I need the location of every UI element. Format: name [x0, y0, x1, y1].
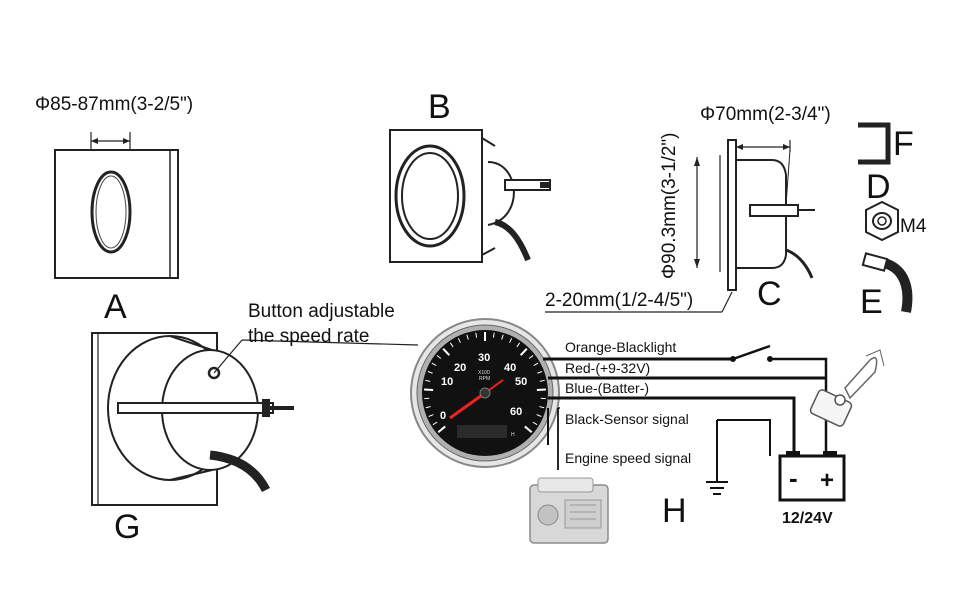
- side-view-c: [545, 139, 815, 313]
- gauge-tick: [457, 337, 461, 343]
- label-f: F: [893, 125, 914, 163]
- gauge-tick: [519, 347, 528, 356]
- battery-voltage: 12/24V: [782, 510, 833, 527]
- cutout-dimension: Φ85-87mm(3-2/5"): [35, 94, 193, 115]
- gauge-scale: X100: [478, 370, 490, 376]
- dial-20: 20: [454, 362, 466, 374]
- bracket-f-icon: [858, 122, 891, 165]
- dial-50: 50: [515, 376, 527, 388]
- label-a: A: [104, 288, 127, 326]
- dial-60: 60: [510, 406, 522, 418]
- wire-blue: Blue-(Batter-): [565, 380, 649, 396]
- gauge-tick: [436, 355, 442, 359]
- gauge-tick: [509, 337, 513, 343]
- rear-view-g: [91, 332, 419, 506]
- wire-black: Black-Sensor signal: [565, 411, 689, 427]
- gauge-unit: RPM: [479, 376, 490, 382]
- wire-orange: Orange-Blacklight: [565, 339, 676, 355]
- gauge-tick: [533, 362, 539, 367]
- label-c: C: [757, 275, 782, 313]
- gauge-tick: [492, 332, 495, 338]
- panel-b: [389, 129, 551, 263]
- gauge-tick: [475, 332, 478, 338]
- button-note-line2: the speed rate: [248, 326, 369, 347]
- clamp-e-icon: [861, 252, 913, 313]
- battery-minus: -: [789, 463, 798, 493]
- body-diameter: Φ70mm(2-3/4"): [700, 104, 831, 125]
- engine-icon: [529, 477, 609, 544]
- gauge-tick: [528, 355, 534, 359]
- bezel-diameter: Φ90.3mm(3-1/2"): [659, 133, 680, 280]
- panel-thickness: 2-20mm(1/2-4/5"): [545, 290, 693, 311]
- wire-red: Red-(+9-32V): [565, 360, 650, 376]
- battery-icon: [778, 451, 846, 502]
- gauge-tick: [501, 334, 504, 340]
- gauge-tick: [442, 347, 451, 356]
- gauge-tick: [428, 414, 434, 417]
- gauge-tick: [432, 421, 438, 426]
- label-b: B: [428, 88, 451, 126]
- gauge-tick: [424, 388, 434, 391]
- gauge-tick: [536, 388, 546, 391]
- gauge-tick: [539, 379, 545, 382]
- gauge-tick: [425, 406, 431, 409]
- label-e: E: [860, 283, 883, 321]
- button-note-line1: Button adjustable: [248, 301, 395, 322]
- gauge-needle: [449, 391, 486, 420]
- gauge-tick-marks: [424, 332, 546, 433]
- gauge-tick: [431, 362, 437, 367]
- gauge-tick: [425, 379, 431, 382]
- dial-0: 0: [440, 410, 446, 422]
- gauge-tick: [466, 334, 469, 340]
- label-d: D: [866, 168, 891, 206]
- nut-size: M4: [900, 216, 927, 237]
- tachometer-gauge: 0 10 20 30 40 50 60 X100 RPM H: [410, 318, 560, 468]
- label-g: G: [114, 508, 140, 546]
- gauge-tick: [427, 371, 433, 374]
- wiring: [543, 344, 828, 495]
- label-h: H: [662, 492, 687, 530]
- panel-a: [54, 132, 179, 279]
- gauge-tick: [516, 342, 521, 348]
- needle-hub: [479, 387, 491, 399]
- dial-10: 10: [441, 376, 453, 388]
- battery-plus: +: [820, 467, 834, 494]
- gauge-tick: [536, 414, 542, 417]
- hour-mark: H: [511, 432, 515, 438]
- gauge-tick: [532, 421, 538, 426]
- gauge-tick: [524, 425, 533, 433]
- dial-30: 30: [478, 352, 490, 364]
- lcd-display: [457, 425, 507, 438]
- gauge-tick: [537, 371, 543, 374]
- nut-d-icon: [865, 200, 899, 242]
- gauge-tick: [449, 342, 454, 348]
- dial-40: 40: [504, 362, 516, 374]
- gauge-tick: [437, 425, 446, 433]
- gauge-tick: [539, 406, 545, 409]
- engine-signal: Engine speed signal: [565, 450, 691, 466]
- key-switch-icon: [809, 349, 885, 427]
